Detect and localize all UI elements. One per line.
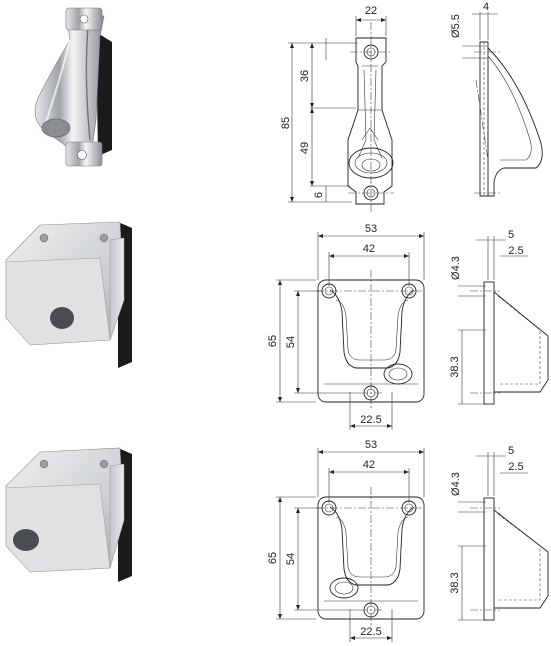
dim-inner-height: 54 (285, 336, 297, 348)
dim-height-total: 85 (280, 117, 292, 129)
wide-handle-right-photo (5, 221, 132, 368)
dim-hole: Ø4.3 (450, 256, 462, 280)
dim-lower: 49 (299, 142, 311, 154)
dim-inner-height: 54 (285, 553, 297, 565)
dim-hole-spacing: 42 (363, 459, 375, 471)
dim-thickness: 5 (508, 445, 514, 457)
dim-height-total: 65 (267, 552, 279, 564)
wide-handle-left-photo (5, 447, 132, 582)
wide-handle-right-front-view (276, 232, 425, 430)
dim-bottom: 6 (313, 192, 325, 198)
dim-offset: 2.5 (508, 245, 523, 257)
dim-width: 22 (365, 5, 377, 17)
dim-bottom-width: 22.5 (360, 626, 381, 638)
wide-handle-right-side-view (458, 236, 549, 405)
dim-hole: Ø5.5 (450, 14, 462, 38)
dim-height-total: 65 (267, 335, 279, 347)
slim-handle-side-view (462, 12, 543, 197)
dim-offset: 2.5 (508, 461, 523, 473)
dim-outer-width: 53 (365, 439, 377, 451)
dim-side-height: 38.3 (449, 356, 461, 377)
dim-thickness: 4 (483, 1, 489, 13)
slim-handle-front-view (288, 16, 394, 214)
wide-handle-left-side-view (458, 452, 549, 621)
dim-upper: 36 (299, 70, 311, 82)
dim-side-height: 38.3 (449, 572, 461, 593)
slim-handle-photo (34, 7, 112, 167)
dim-thickness: 5 (508, 229, 514, 241)
dim-outer-width: 53 (365, 223, 377, 235)
dim-bottom-width: 22.5 (360, 414, 381, 426)
dim-hole: Ø4.3 (450, 472, 462, 496)
wide-handle-left-front-view (276, 448, 425, 642)
dimension-labels: 22 85 36 49 6 Ø5.5 4 53 42 65 54 22.5 Ø4… (267, 1, 524, 638)
dim-hole-spacing: 42 (363, 243, 375, 255)
